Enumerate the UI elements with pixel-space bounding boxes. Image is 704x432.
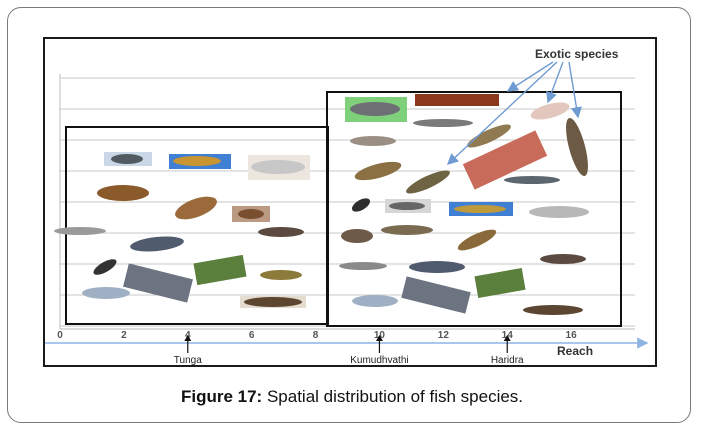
- fish-images-right: [339, 94, 589, 315]
- fish-photo: [260, 270, 302, 280]
- fish-photo: [350, 102, 400, 116]
- x-tick-labels: 0246810121416: [57, 330, 577, 341]
- fish-photo: [540, 254, 586, 264]
- fish-photo: [173, 156, 221, 166]
- fish-photo: [530, 102, 570, 120]
- fish-distribution-plot: Exotic species 0246810121416 Reach Tunga…: [45, 47, 649, 365]
- fish-photo: [462, 130, 548, 190]
- fish-photo: [341, 229, 373, 243]
- fish-photo: [523, 305, 583, 315]
- fish-photo: [529, 206, 589, 218]
- fish-photo: [457, 229, 497, 251]
- x-tick-label: 16: [566, 330, 578, 341]
- fish-photo: [566, 117, 588, 177]
- fish-photo: [406, 170, 450, 194]
- location-label: Haridra: [491, 355, 524, 365]
- fish-photo: [351, 198, 371, 212]
- figure-caption: Figure 17: Spatial distribution of fish …: [0, 387, 704, 407]
- fish-photo: [474, 267, 526, 299]
- pointer-arrow: [446, 61, 558, 165]
- fish-images-left: [54, 152, 310, 308]
- x-tick-label: 6: [249, 330, 255, 341]
- fish-photo: [82, 287, 130, 299]
- pointer-arrow: [506, 61, 554, 92]
- x-tick-label: 12: [438, 330, 450, 341]
- fish-photo: [193, 254, 247, 286]
- x-tick-label: 0: [57, 330, 63, 341]
- fish-photo: [339, 262, 387, 270]
- location-arrowhead: [184, 335, 192, 341]
- fish-photo: [504, 176, 560, 184]
- exotic-species-label: Exotic species: [535, 47, 619, 61]
- pointer-arrow: [546, 61, 564, 104]
- exotic-species-arrows: [446, 61, 582, 165]
- figure-panel: Exotic species 0246810121416 Reach Tunga…: [43, 37, 657, 367]
- fish-photo: [111, 154, 143, 164]
- fish-photo: [401, 276, 471, 314]
- fish-photo: [467, 124, 511, 148]
- fish-photo: [354, 161, 402, 181]
- fish-photo: [352, 295, 398, 307]
- fish-photo: [97, 185, 149, 201]
- fish-photo: [350, 136, 396, 146]
- fish-photo: [413, 119, 473, 127]
- fish-photo: [381, 225, 433, 235]
- fish-photo: [54, 227, 106, 235]
- fish-photo: [93, 259, 117, 275]
- x-tick-label: 2: [121, 330, 127, 341]
- location-label: Kumudhvathi: [350, 355, 408, 365]
- figure-caption-text: Spatial distribution of fish species.: [262, 387, 524, 406]
- fish-photo: [409, 261, 465, 273]
- figure-number: Figure 17:: [180, 387, 263, 406]
- x-axis-label: Reach: [557, 344, 593, 358]
- fish-photo: [258, 227, 304, 237]
- pointer-arrow: [568, 61, 582, 119]
- x-tick-label: 8: [313, 330, 319, 341]
- location-markers: Tunga Kumudhvathi Haridra: [174, 335, 524, 365]
- location-label: Tunga: [174, 355, 202, 365]
- location-arrowhead: [375, 335, 383, 341]
- fish-photo: [123, 263, 193, 303]
- fish-photo: [415, 94, 499, 106]
- fish-photo: [175, 196, 217, 220]
- region-box-downstream: [326, 91, 622, 327]
- fish-photo: [389, 202, 425, 210]
- fish-photo: [244, 297, 302, 307]
- fish-photo: [251, 160, 305, 174]
- location-arrowhead: [503, 335, 511, 341]
- fish-photo: [454, 205, 506, 213]
- fish-photo: [238, 209, 264, 219]
- fish-photo: [130, 236, 184, 252]
